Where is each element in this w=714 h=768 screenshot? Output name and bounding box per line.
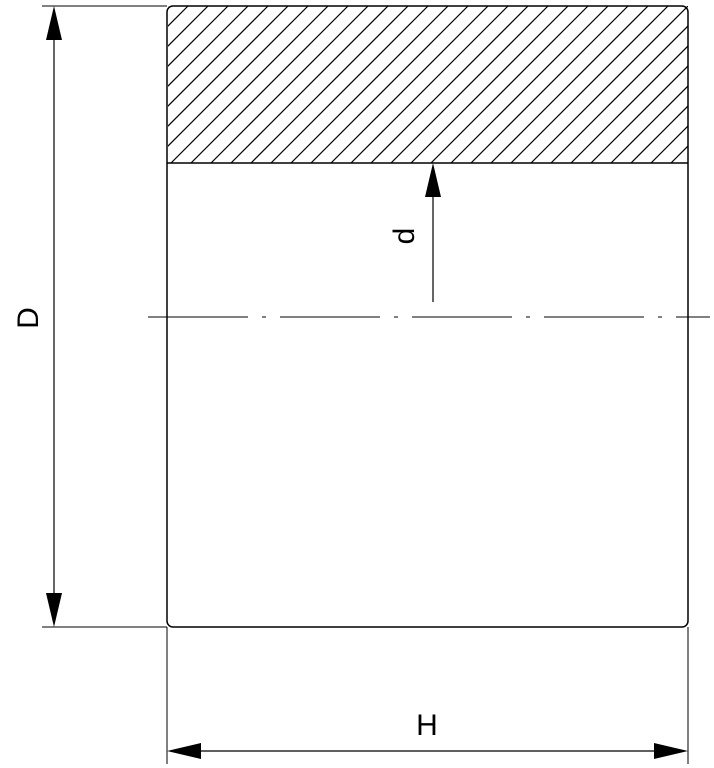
hatch-line: [691, 6, 714, 163]
hatch-line: [570, 45, 688, 163]
hatch-line: [250, 6, 409, 163]
hatch-line: [190, 6, 349, 163]
hatch-line: [168, 6, 209, 47]
hatch-line: [430, 6, 589, 163]
hatch-line: [590, 65, 688, 163]
hatch-line: [610, 85, 688, 163]
height-arrow-left: [167, 743, 201, 759]
outer-diameter-label: D: [12, 307, 45, 329]
hatch-line: [350, 6, 509, 163]
hatch-line: [270, 6, 429, 163]
hatch-line: [630, 105, 688, 163]
hatch-line: [168, 6, 169, 7]
hatch-line: [168, 6, 289, 127]
hatch-line: [510, 6, 669, 163]
hatch-line: [230, 6, 389, 163]
hatch-line: [490, 6, 649, 163]
hatch-line: [390, 6, 549, 163]
hatch-line: [530, 6, 688, 163]
hatch-pattern: [168, 6, 714, 163]
hatch-line: [650, 125, 688, 163]
hatch-line: [550, 25, 688, 163]
height-arrow-right: [654, 743, 688, 759]
hatch-line: [410, 6, 569, 163]
inner-radius-label: d: [388, 228, 421, 245]
hatch-line: [290, 6, 449, 163]
hatch-line: [470, 6, 629, 163]
hatch-line: [330, 6, 489, 163]
outer-diameter-arrow-top: [46, 6, 62, 40]
hatch-line: [168, 6, 249, 87]
hatch-line: [168, 6, 269, 107]
inner-radius-arrow: [425, 163, 441, 197]
outer-diameter-arrow-bottom: [46, 593, 62, 627]
height-label: H: [416, 709, 438, 742]
hatch-line: [168, 6, 309, 147]
hatch-line: [168, 6, 229, 67]
hatch-line: [370, 6, 529, 163]
hatch-line: [170, 6, 329, 163]
hatch-line: [310, 6, 469, 163]
hatch-line: [670, 145, 688, 163]
hatch-line: [450, 6, 609, 163]
hatch-line: [210, 6, 369, 163]
